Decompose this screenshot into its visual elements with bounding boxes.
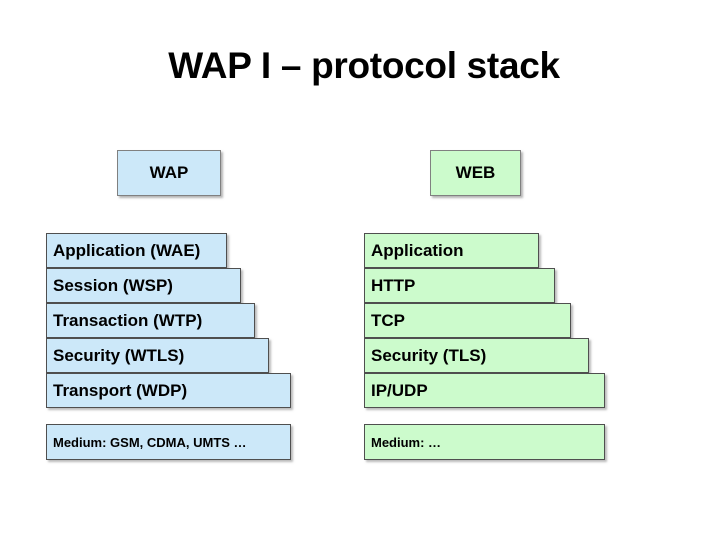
stack-medium-wap: Medium: GSM, CDMA, UMTS … xyxy=(46,424,291,460)
stack-layer-label: Session (WSP) xyxy=(53,275,173,295)
header-box-web-label: WEB xyxy=(455,163,496,182)
stack-layer-label: Application xyxy=(371,240,464,260)
stack-layer-label: Security (TLS) xyxy=(371,345,487,365)
stack-layer-web-security: Security (TLS) xyxy=(364,338,589,373)
header-box-web: WEB xyxy=(430,150,521,196)
stack-layer-label: TCP xyxy=(371,310,405,330)
stack-layer-wap-transport: Transport (WDP) xyxy=(46,373,291,408)
stack-layer-label: Transport (WDP) xyxy=(53,380,188,400)
stack-layer-label: HTTP xyxy=(371,275,416,295)
stack-layer-label: Transaction (WTP) xyxy=(53,310,203,330)
stack-layer-wap-application: Application (WAE) xyxy=(46,233,227,268)
stack-medium-label: Medium: GSM, CDMA, UMTS … xyxy=(53,434,247,450)
stack-layer-wap-security: Security (WTLS) xyxy=(46,338,269,373)
stack-medium-label: Medium: … xyxy=(371,434,442,450)
page-title: WAP I – protocol stack xyxy=(168,45,560,86)
stack-layer-label: Security (WTLS) xyxy=(53,345,185,365)
stack-layer-label: IP/UDP xyxy=(371,380,428,400)
stack-layer-web-application: Application xyxy=(364,233,539,268)
header-box-wap-label: WAP xyxy=(149,163,189,182)
stack-layer-web-tcp: TCP xyxy=(364,303,571,338)
stack-layer-web-http: HTTP xyxy=(364,268,555,303)
stack-layer-web-ipudp: IP/UDP xyxy=(364,373,605,408)
stack-layer-wap-transaction: Transaction (WTP) xyxy=(46,303,255,338)
header-box-wap: WAP xyxy=(117,150,221,196)
stack-layer-label: Application (WAE) xyxy=(53,240,201,260)
stack-layer-wap-session: Session (WSP) xyxy=(46,268,241,303)
stack-medium-web: Medium: … xyxy=(364,424,605,460)
